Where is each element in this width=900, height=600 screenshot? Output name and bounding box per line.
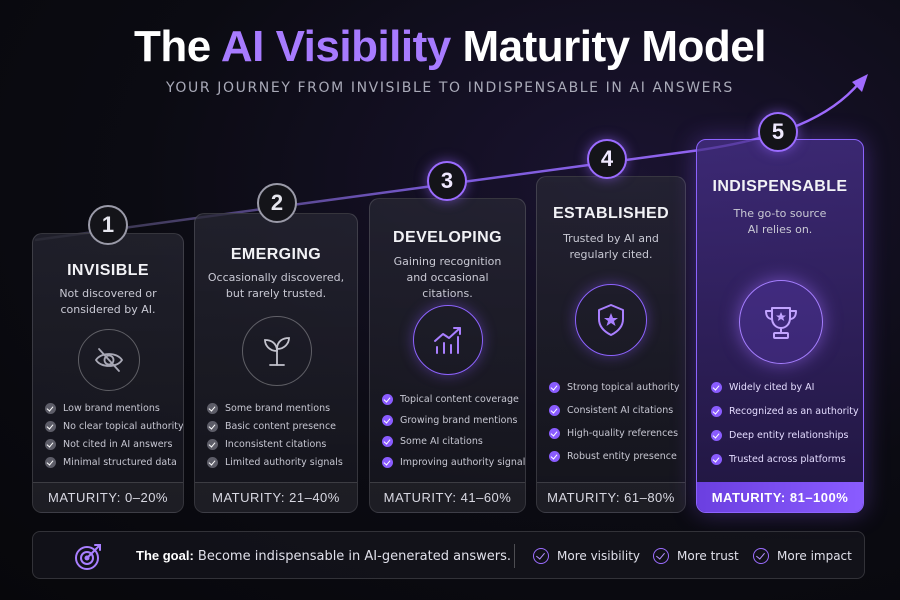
- page-subtitle: YOUR JOURNEY FROM INVISIBLE TO INDISPENS…: [166, 80, 734, 96]
- list-item: Some brand mentions: [207, 399, 351, 417]
- list-item: Growing brand mentions: [382, 410, 519, 431]
- goal-statement: The goal: Become indispensable in AI-gen…: [136, 548, 511, 564]
- maturity-range: MATURITY: 61–80%: [537, 482, 685, 512]
- feature-list: Topical content coverage Growing brand m…: [382, 389, 525, 473]
- feature-list: Strong topical authority Consistent AI c…: [549, 376, 680, 468]
- list-item: Trusted across platforms: [711, 447, 857, 471]
- stage-card-emerging: EMERGING Occasionally discovered,but rar…: [194, 213, 358, 513]
- maturity-range: MATURITY: 21–40%: [195, 482, 357, 512]
- stage-name: DEVELOPING: [393, 229, 502, 246]
- stage-name: INDISPENSABLE: [712, 178, 848, 195]
- maturity-range: MATURITY: 41–60%: [370, 482, 525, 512]
- list-item: Recognized as an authority: [711, 399, 859, 423]
- goal-item-impact: More impact: [753, 548, 852, 564]
- check-circle-icon: [533, 548, 549, 564]
- stage-name: ESTABLISHED: [552, 205, 670, 222]
- list-item: High-quality references: [549, 422, 679, 445]
- list-item: Widely cited by AI: [711, 375, 857, 399]
- stage-number-badge: 2: [257, 183, 297, 223]
- stage-number-badge: 4: [587, 139, 627, 179]
- list-item: Basic content presence: [207, 417, 351, 435]
- goal-item-visibility: More visibility: [533, 548, 640, 564]
- maturity-range: MATURITY: 81–100%: [697, 482, 863, 512]
- list-item: Some AI citations: [382, 431, 519, 452]
- check-circle-icon: [753, 548, 769, 564]
- page-title: The AI Visibility Maturity Model: [134, 22, 766, 71]
- feature-list: Widely cited by AI Recognized as an auth…: [711, 375, 859, 471]
- stage-description: Occasionally discovered,but rarely trust…: [207, 271, 345, 300]
- maturity-range: MATURITY: 0–20%: [33, 482, 183, 512]
- stage-name: INVISIBLE: [67, 262, 149, 279]
- goal-item-trust: More trust: [653, 548, 739, 564]
- list-item: Topical content coverage: [382, 389, 519, 410]
- eye-slash-icon: [78, 329, 140, 391]
- check-circle-icon: [653, 548, 669, 564]
- list-item: No clear topical authority: [45, 417, 183, 435]
- list-item: Inconsistent citations: [207, 435, 351, 453]
- stage-number-badge: 1: [88, 205, 128, 245]
- list-item: Minimal structured data: [45, 453, 177, 471]
- list-item: Deep entity relationships: [711, 423, 857, 447]
- stage-number-badge: 3: [427, 161, 467, 201]
- list-item: Strong topical authority: [549, 376, 680, 399]
- list-item: Robust entity presence: [549, 445, 679, 468]
- list-item: Not cited in AI answers: [45, 435, 177, 453]
- growth-chart-icon: [413, 305, 483, 375]
- feature-list: Low brand mentions No clear topical auth…: [45, 399, 183, 471]
- goal-bar: The goal: Become indispensable in AI-gen…: [32, 531, 865, 579]
- list-item: Low brand mentions: [45, 399, 177, 417]
- stage-name: EMERGING: [230, 246, 322, 263]
- divider: [514, 544, 515, 568]
- sprout-icon: [242, 316, 312, 386]
- list-item: Consistent AI citations: [549, 399, 679, 422]
- shield-star-icon: [575, 284, 647, 356]
- list-item: Improving authority signals: [382, 452, 525, 473]
- target-icon: [73, 540, 105, 572]
- trophy-icon: [739, 280, 823, 364]
- stage-number-badge: 5: [758, 112, 798, 152]
- list-item: Limited authority signals: [207, 453, 351, 471]
- feature-list: Some brand mentions Basic content presen…: [207, 399, 351, 471]
